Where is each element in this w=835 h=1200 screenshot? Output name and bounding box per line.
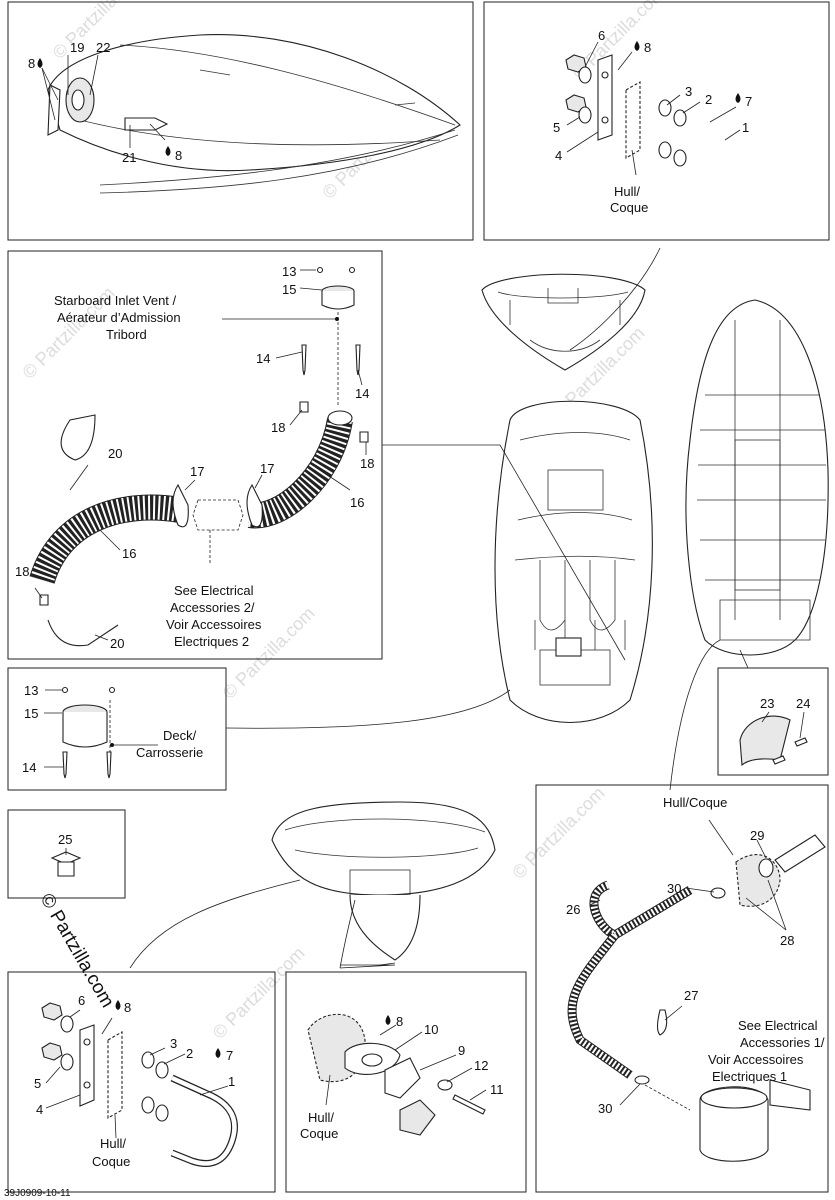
watermark-text: © Partzilla.com	[36, 890, 118, 1011]
callout-18a: 18	[271, 420, 285, 435]
callout-6: 6	[598, 28, 605, 43]
callout-5: 5	[34, 1076, 41, 1091]
callout-14b: 14	[355, 386, 369, 401]
see-electrical-2-line4: Electriques 2	[174, 634, 249, 649]
carrosserie-label: Carrosserie	[136, 745, 203, 760]
callout-14a: 14	[256, 351, 270, 366]
callout-5: 5	[553, 120, 560, 135]
coque-label: Coque	[300, 1126, 338, 1141]
callout-25: 25	[58, 832, 72, 847]
panel-deck-vent: 13 15 Deck/ Carrosserie 14	[7, 667, 227, 791]
see-electrical-1-line2: Accessories 1/	[740, 1035, 825, 1050]
callout-19: 19	[70, 40, 84, 55]
callout-26: 26	[566, 902, 580, 917]
callout-21: 21	[122, 150, 136, 165]
callout-1: 1	[742, 120, 749, 135]
panel-screw: 25 © Partzilla.com	[7, 809, 126, 1011]
callout-4: 4	[36, 1102, 43, 1117]
see-electrical-1-line3: Voir Accessoires	[708, 1052, 804, 1067]
callout-29: 29	[750, 828, 764, 843]
callout-2: 2	[186, 1046, 193, 1061]
see-electrical-1-line4: Electriques 1	[712, 1069, 787, 1084]
see-electrical-2-line1: See Electrical	[174, 583, 254, 598]
callout-30b: 30	[598, 1101, 612, 1116]
callout-20b: 20	[110, 636, 124, 651]
callout-8: 8	[396, 1014, 403, 1029]
svg-text:© Partzilla.com: © Partzilla.com	[209, 943, 309, 1043]
callout-3: 3	[170, 1036, 177, 1051]
callout-7: 7	[745, 94, 752, 109]
vent-label-1: Starboard Inlet Vent /	[54, 293, 177, 308]
callout-18b: 18	[360, 456, 374, 471]
coque-label: Coque	[92, 1154, 130, 1169]
diagram-reference: 39J0909-10-11	[4, 1188, 71, 1199]
hull-label: Hull/	[308, 1110, 334, 1125]
panel-drain-plug: 8 10 9 12 11 Hull/ Coque	[285, 971, 527, 1193]
callout-28: 28	[780, 933, 794, 948]
callout-9: 9	[458, 1043, 465, 1058]
hull-label: Hull/	[614, 184, 640, 199]
callout-27: 27	[684, 988, 698, 1003]
callout-11: 11	[490, 1082, 504, 1097]
callout-15: 15	[282, 282, 296, 297]
callout-8: 8	[124, 1000, 131, 1015]
callout-10: 10	[424, 1022, 438, 1037]
callout-22: 22	[96, 40, 110, 55]
panel-ubolt-bottom: 6 8 3 2 7 5 1 4 Hull/ Coque	[7, 971, 276, 1193]
see-electrical-2-line3: Voir Accessoires	[166, 617, 262, 632]
hull-illustrations	[129, 247, 829, 969]
callout-14: 14	[22, 760, 36, 775]
callout-8b: 8	[175, 148, 182, 163]
callout-15: 15	[24, 706, 38, 721]
callout-18c: 18	[15, 564, 29, 579]
callout-20a: 20	[108, 446, 122, 461]
callout-1: 1	[228, 1074, 235, 1089]
panel-trim-clip: 23 24	[717, 667, 829, 776]
callout-3: 3	[685, 84, 692, 99]
callout-13: 13	[24, 683, 38, 698]
callout-23: 23	[760, 696, 774, 711]
vent-label-2: Aérateur d’Admission	[57, 310, 181, 325]
coque-label: Coque	[610, 200, 648, 215]
callout-6: 6	[78, 993, 85, 1008]
callout-17b: 17	[260, 461, 274, 476]
callout-16b: 16	[122, 546, 136, 561]
see-electrical-1-line1: See Electrical	[738, 1018, 818, 1033]
callout-2: 2	[705, 92, 712, 107]
panel-ubolt-top: 6 8 3 2 7 5 1 4 Hull/ Coque	[483, 1, 830, 241]
panel-starboard-vent: 13 15 Starboard Inlet Vent / Aérateur d’…	[7, 250, 383, 660]
callout-7: 7	[226, 1048, 233, 1063]
hull-label: Hull/	[100, 1136, 126, 1151]
callout-24: 24	[796, 696, 810, 711]
see-electrical-2-line2: Accessories 2/	[170, 600, 255, 615]
callout-17a: 17	[190, 464, 204, 479]
hull-coque-label: Hull/Coque	[663, 795, 727, 810]
callout-8: 8	[28, 56, 35, 71]
callout-8: 8	[644, 40, 651, 55]
svg-text:© Partzilla.com: © Partzilla.com	[509, 783, 609, 883]
callout-30a: 30	[667, 881, 681, 896]
panel-bow-side-view: 8 19 22 21 8	[7, 1, 474, 241]
deck-label: Deck/	[163, 728, 197, 743]
vent-label-3: Tribord	[106, 327, 147, 342]
panel-bilge-pump: Hull/Coque 29 30 26 28 27 30 See Electri…	[535, 784, 829, 1193]
callout-12: 12	[474, 1058, 488, 1073]
callout-13: 13	[282, 264, 296, 279]
callout-4: 4	[555, 148, 562, 163]
callout-16a: 16	[350, 495, 364, 510]
